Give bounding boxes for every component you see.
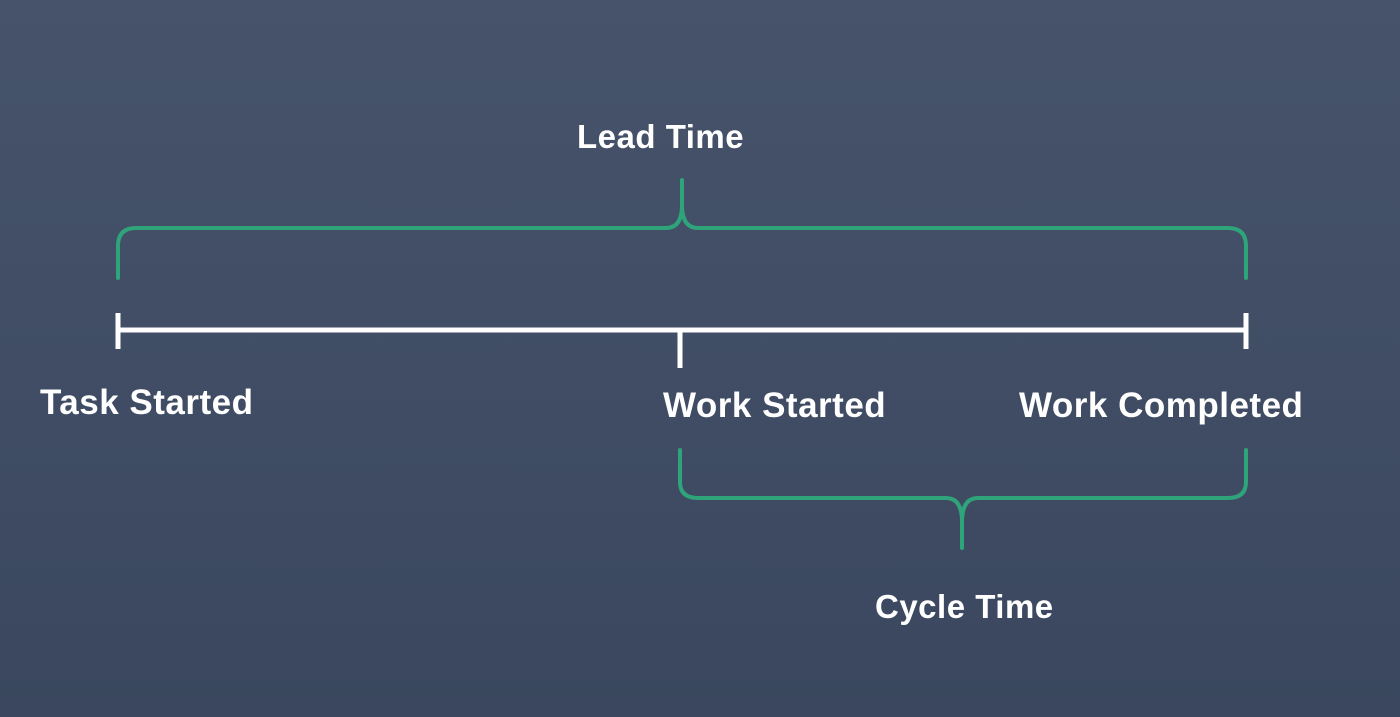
lead-time-brace (116, 178, 1248, 280)
work-completed-label: Work Completed (1019, 386, 1304, 425)
cycle-time-label: Cycle Time (875, 588, 1054, 625)
task-started-label: Task Started (40, 383, 254, 422)
cycle-time-brace (678, 448, 1248, 550)
lead-time-label: Lead Time (577, 118, 745, 155)
work-started-label: Work Started (663, 386, 887, 425)
